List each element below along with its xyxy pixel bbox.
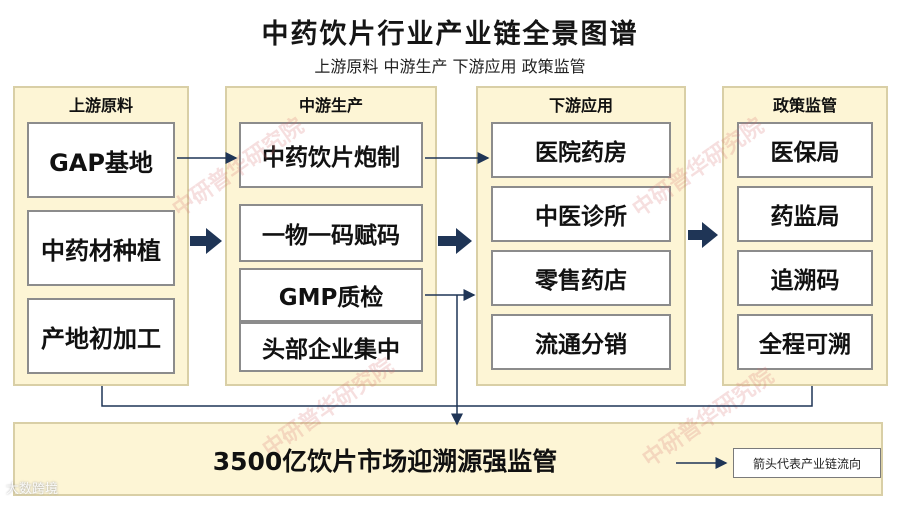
node-gap-base: GAP基地 <box>27 122 175 198</box>
node-drug-administration: 药监局 <box>737 186 873 242</box>
panel-policy-label: 政策监管 <box>772 96 837 115</box>
node-tcm-clinic: 中医诊所 <box>491 186 671 242</box>
node-retail-pharmacy: 零售药店 <box>491 250 671 306</box>
node-herb-planting: 中药材种植 <box>27 210 175 286</box>
node-traceability-code: 追溯码 <box>737 250 873 306</box>
node-full-traceability: 全程可溯 <box>737 314 873 370</box>
diagram-title: 中药饮片行业产业链全景图谱 <box>261 19 639 50</box>
legend-box: 箭头代表产业链流向 <box>733 448 881 478</box>
node-gmp-inspection: GMP质检 <box>239 268 423 322</box>
node-distribution: 流通分销 <box>491 314 671 370</box>
bottom-summary-text: 3500亿饮片市场迎溯源强监管 <box>212 447 558 476</box>
node-primary-processing: 产地初加工 <box>27 298 175 374</box>
panel-midstream-label: 中游生产 <box>298 96 363 115</box>
block-arrow-downstream-to-policy <box>688 222 718 248</box>
node-slice-processing: 中药饮片炮制 <box>239 122 423 188</box>
node-hospital-pharmacy: 医院药房 <box>491 122 671 178</box>
panel-downstream-label: 下游应用 <box>548 96 613 115</box>
connector-upstream-bracket <box>101 386 813 407</box>
node-leading-enterprises: 头部企业集中 <box>239 322 423 372</box>
block-arrow-midstream-to-downstream <box>438 228 472 254</box>
panel-upstream-label: 上游原料 <box>68 96 133 115</box>
corner-logo: 大数跨境 <box>6 482 59 497</box>
block-arrow-upstream-to-midstream <box>190 228 222 254</box>
node-one-item-one-code: 一物一码赋码 <box>239 204 423 262</box>
node-medical-insurance-bureau: 医保局 <box>737 122 873 178</box>
diagram-subtitle: 上游原料 中游生产 下游应用 政策监管 <box>314 57 586 76</box>
